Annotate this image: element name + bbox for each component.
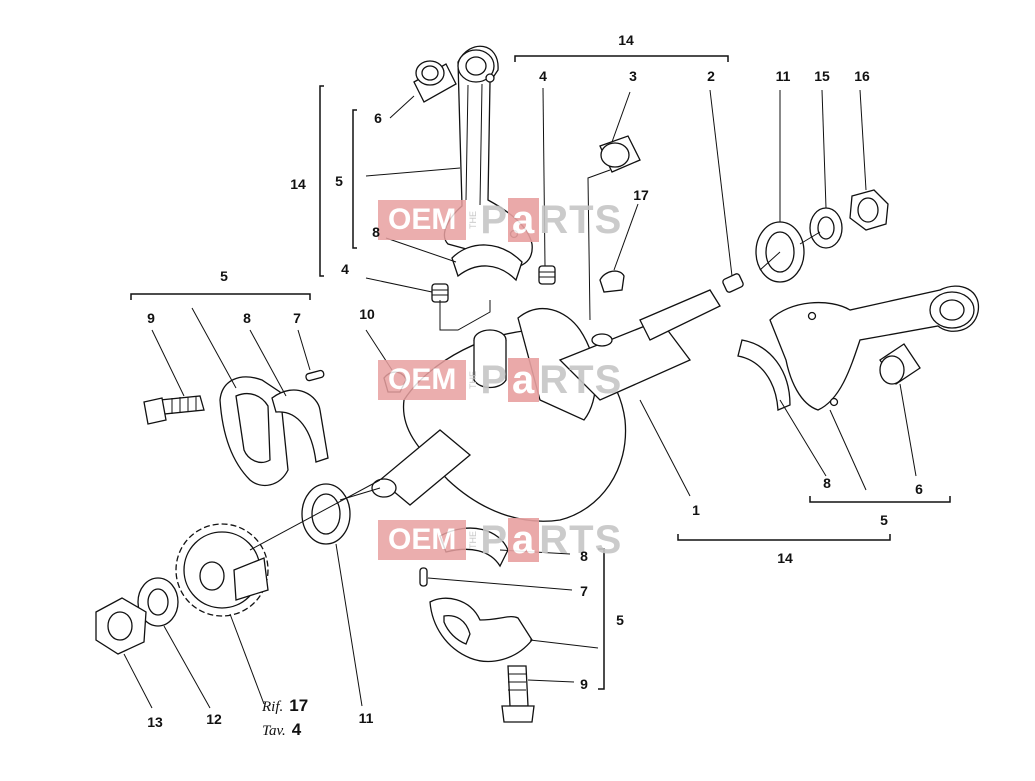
bracket-left-5	[352, 109, 357, 249]
watermark-rts: RTS	[539, 517, 623, 562]
watermark-rts: RTS	[539, 197, 623, 242]
washer-12	[137, 577, 179, 627]
watermark-a: a	[508, 197, 540, 242]
washer-15	[809, 207, 843, 249]
watermark-p: P	[480, 517, 509, 562]
rif-value: 17	[289, 696, 309, 715]
bracket-lower-5	[598, 548, 605, 690]
callout-16: 16	[854, 68, 870, 84]
gear	[175, 523, 269, 617]
callout-5-cap: 5	[220, 268, 228, 284]
bush-right	[879, 343, 921, 385]
bracket-right-5	[809, 496, 951, 503]
tav-label: Tav.	[262, 723, 286, 739]
callout-5-left: 5	[335, 173, 343, 189]
grub-screw-2	[722, 273, 744, 293]
callout-4-left: 4	[341, 261, 349, 277]
bracket-top-14	[514, 55, 729, 62]
watermark-oem: OEM	[378, 200, 467, 240]
callout-17: 17	[633, 187, 649, 203]
callout-6-right: 6	[915, 481, 923, 497]
nut-16	[849, 189, 889, 231]
callout-9-lower: 9	[580, 676, 588, 692]
watermark-oem: OEM	[378, 520, 467, 560]
callout-12: 12	[206, 711, 222, 727]
watermark-the: THE	[468, 531, 479, 549]
grub-screw-left	[431, 283, 449, 303]
bolt-left	[143, 395, 205, 425]
watermark-the: THE	[468, 371, 479, 389]
callout-8-top: 8	[372, 224, 380, 240]
watermark-a: a	[508, 357, 540, 402]
washer-left	[301, 483, 351, 545]
callout-15: 15	[814, 68, 830, 84]
callout-14-right: 14	[777, 550, 793, 566]
watermark-rts: RTS	[539, 357, 623, 402]
callout-8-left: 8	[243, 310, 251, 326]
tav-value: 4	[291, 720, 302, 739]
callout-5-right: 5	[880, 512, 888, 528]
bush-upper	[413, 60, 457, 103]
grub-screw-center	[538, 265, 556, 285]
crankshaft	[371, 289, 721, 522]
reference-tav: Tav. 4	[262, 720, 301, 740]
callout-8-right: 8	[823, 475, 831, 491]
callout-11-bottom: 11	[358, 710, 374, 726]
watermark-p: P	[480, 197, 509, 242]
callout-14-top: 14	[618, 32, 634, 48]
watermark-a: a	[508, 517, 540, 562]
callout-6-top: 6	[374, 110, 382, 126]
bracket-right-14	[677, 534, 891, 541]
callout-3: 3	[629, 68, 637, 84]
callout-8-lower: 8	[580, 548, 588, 564]
nut-13	[95, 597, 147, 655]
bracket-left-cap-5	[130, 293, 311, 300]
callout-13: 13	[147, 714, 163, 730]
callout-11-top: 11	[775, 68, 791, 84]
dowel-pin-left	[305, 369, 325, 382]
woodruff-key	[599, 270, 625, 293]
callout-5-lower: 5	[616, 612, 624, 628]
callout-14-left: 14	[290, 176, 306, 192]
watermark-p: P	[480, 357, 509, 402]
rod-cap-lower	[429, 597, 533, 662]
callout-4-top: 4	[539, 68, 547, 84]
rif-label: Rif.	[262, 699, 284, 715]
callout-1: 1	[692, 502, 700, 518]
bearing-shell-upper	[451, 244, 523, 282]
bolt-lower	[501, 665, 535, 723]
bearing-shell-left	[271, 389, 329, 463]
callout-7-lower: 7	[580, 583, 588, 599]
callout-10: 10	[359, 306, 375, 322]
callout-9-left: 9	[147, 310, 155, 326]
watermark-oem: OEM	[378, 360, 467, 400]
rod-cap-left	[219, 376, 289, 487]
reference-rif: Rif. 17	[262, 696, 308, 716]
plug-3	[599, 135, 641, 173]
callout-2: 2	[707, 68, 715, 84]
bracket-left-14	[319, 85, 324, 277]
callout-7-left: 7	[293, 310, 301, 326]
dowel-pin-lower	[419, 567, 428, 587]
connecting-rod-right	[769, 285, 980, 411]
watermark-the: THE	[468, 211, 479, 229]
